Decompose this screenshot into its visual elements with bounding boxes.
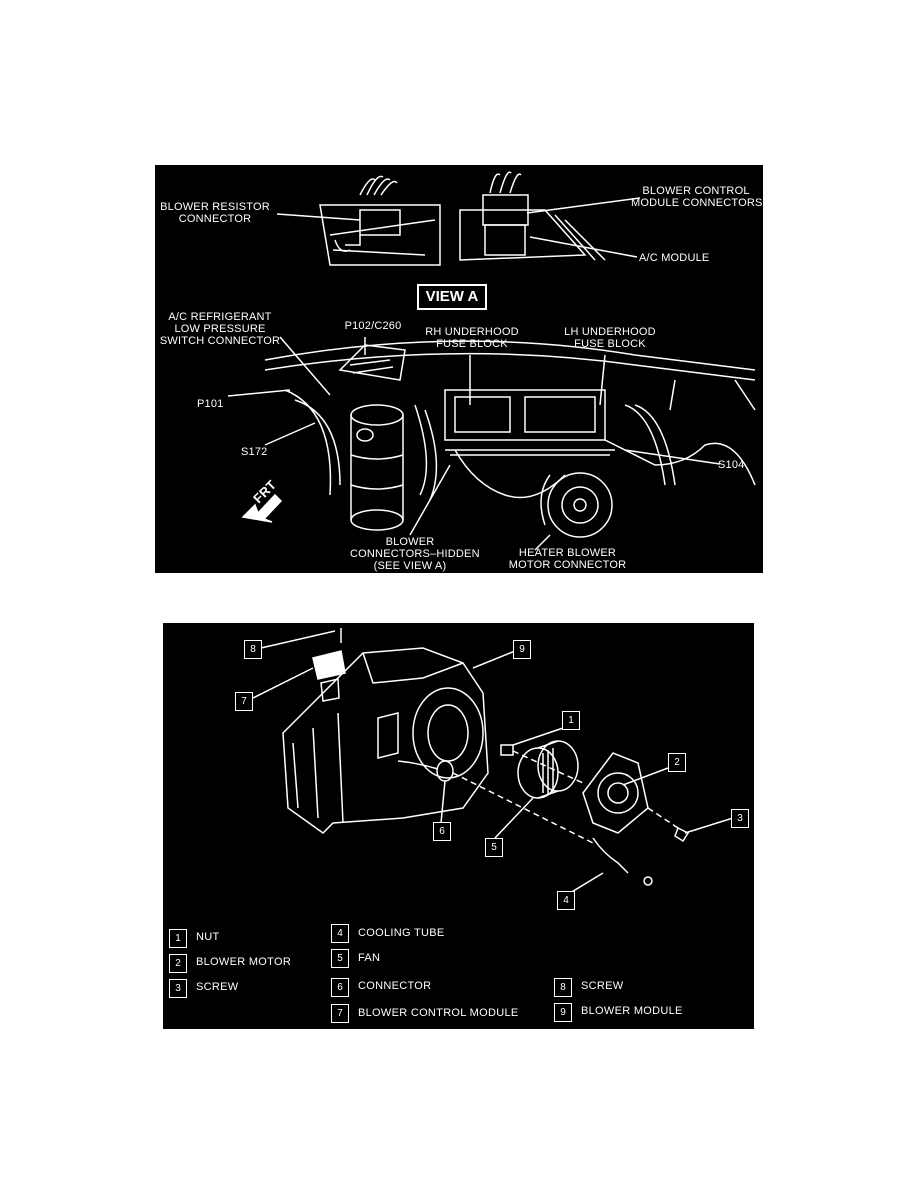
legend-label: BLOWER MOTOR	[196, 956, 292, 968]
legend-num: 5	[331, 949, 349, 968]
ac-module-label: A/C MODULE	[639, 252, 710, 264]
legend-num: 7	[331, 1004, 349, 1023]
blower-module-exploded-diagram: 8 7 9 1 2 3 6 5 4 1 NUT 2 BLOWER MOTOR 3…	[163, 623, 754, 1029]
legend-label: BLOWER CONTROL MODULE	[358, 1007, 519, 1019]
legend-label: SCREW	[196, 981, 239, 993]
s172-label: S172	[241, 446, 268, 458]
blower-module-exploded-drawing	[252, 628, 734, 894]
view-a-label: VIEW A	[417, 284, 487, 310]
legend-num: 1	[169, 929, 187, 948]
p102-label: P102/C260	[344, 320, 402, 332]
legend-label: FAN	[358, 952, 381, 964]
legend-num: 9	[554, 1003, 572, 1022]
legend-label: SCREW	[581, 980, 624, 992]
s104-label: S104	[718, 459, 745, 471]
legend-num: 8	[554, 978, 572, 997]
p101-label: P101	[197, 398, 224, 410]
legend-label: BLOWER MODULE	[581, 1005, 683, 1017]
legend-label: NUT	[196, 931, 220, 943]
engine-compartment-drawing	[227, 171, 756, 551]
callout-9: 9	[513, 640, 531, 659]
legend-num: 4	[331, 924, 349, 943]
legend-num: 6	[331, 978, 349, 997]
callout-1: 1	[562, 711, 580, 730]
legend-num: 2	[169, 954, 187, 973]
legend-label: CONNECTOR	[358, 980, 432, 992]
callout-6: 6	[433, 822, 451, 841]
callout-3: 3	[731, 809, 749, 828]
callout-2: 2	[668, 753, 686, 772]
legend-label: COOLING TUBE	[358, 927, 445, 939]
callout-5: 5	[485, 838, 503, 857]
callout-4: 4	[557, 891, 575, 910]
callout-8: 8	[244, 640, 262, 659]
callout-7: 7	[235, 692, 253, 711]
legend-num: 3	[169, 979, 187, 998]
